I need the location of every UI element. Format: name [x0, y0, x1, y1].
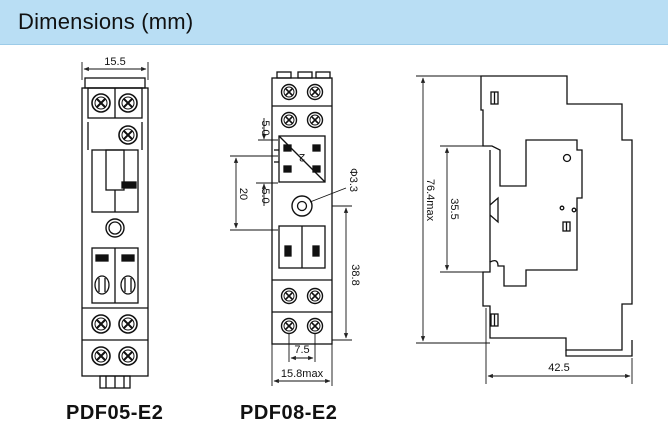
pdf08-width-max-label: 15.8max — [281, 368, 324, 380]
side-view — [480, 75, 633, 357]
pdf08-height-20-label: 20 — [237, 188, 249, 200]
side-total-height-label: 76.4max — [424, 179, 436, 222]
pdf05-width-label: 15.5 — [104, 56, 125, 68]
side-rail-height-label: 35.5 — [448, 198, 460, 219]
pdf08-coil-mark: 2 — [299, 151, 305, 163]
model-label-pdf08: PDF08-E2 — [240, 402, 338, 424]
page-title: Dimensions (mm) — [18, 9, 194, 34]
pdf08-top-spacing-label: 5.0 — [259, 120, 271, 135]
pdf05-width-dimension — [81, 62, 149, 80]
pdf08-mid-spacing-label: 5.0 — [259, 188, 271, 203]
pdf05-front-view — [81, 77, 149, 389]
pdf08-lower-height-label: 38.8 — [349, 264, 361, 285]
side-depth-label: 42.5 — [548, 362, 569, 374]
pdf08-pin-pitch-label: 7.5 — [294, 344, 309, 356]
pdf08-dimension-lines — [230, 118, 352, 386]
pdf08-front-view — [271, 71, 333, 345]
model-label-pdf05: PDF05-E2 — [66, 402, 164, 424]
pdf08-hole-diameter-label: Φ3.3 — [347, 168, 359, 192]
side-dimension-lines — [416, 75, 633, 384]
header-bar — [0, 0, 668, 45]
